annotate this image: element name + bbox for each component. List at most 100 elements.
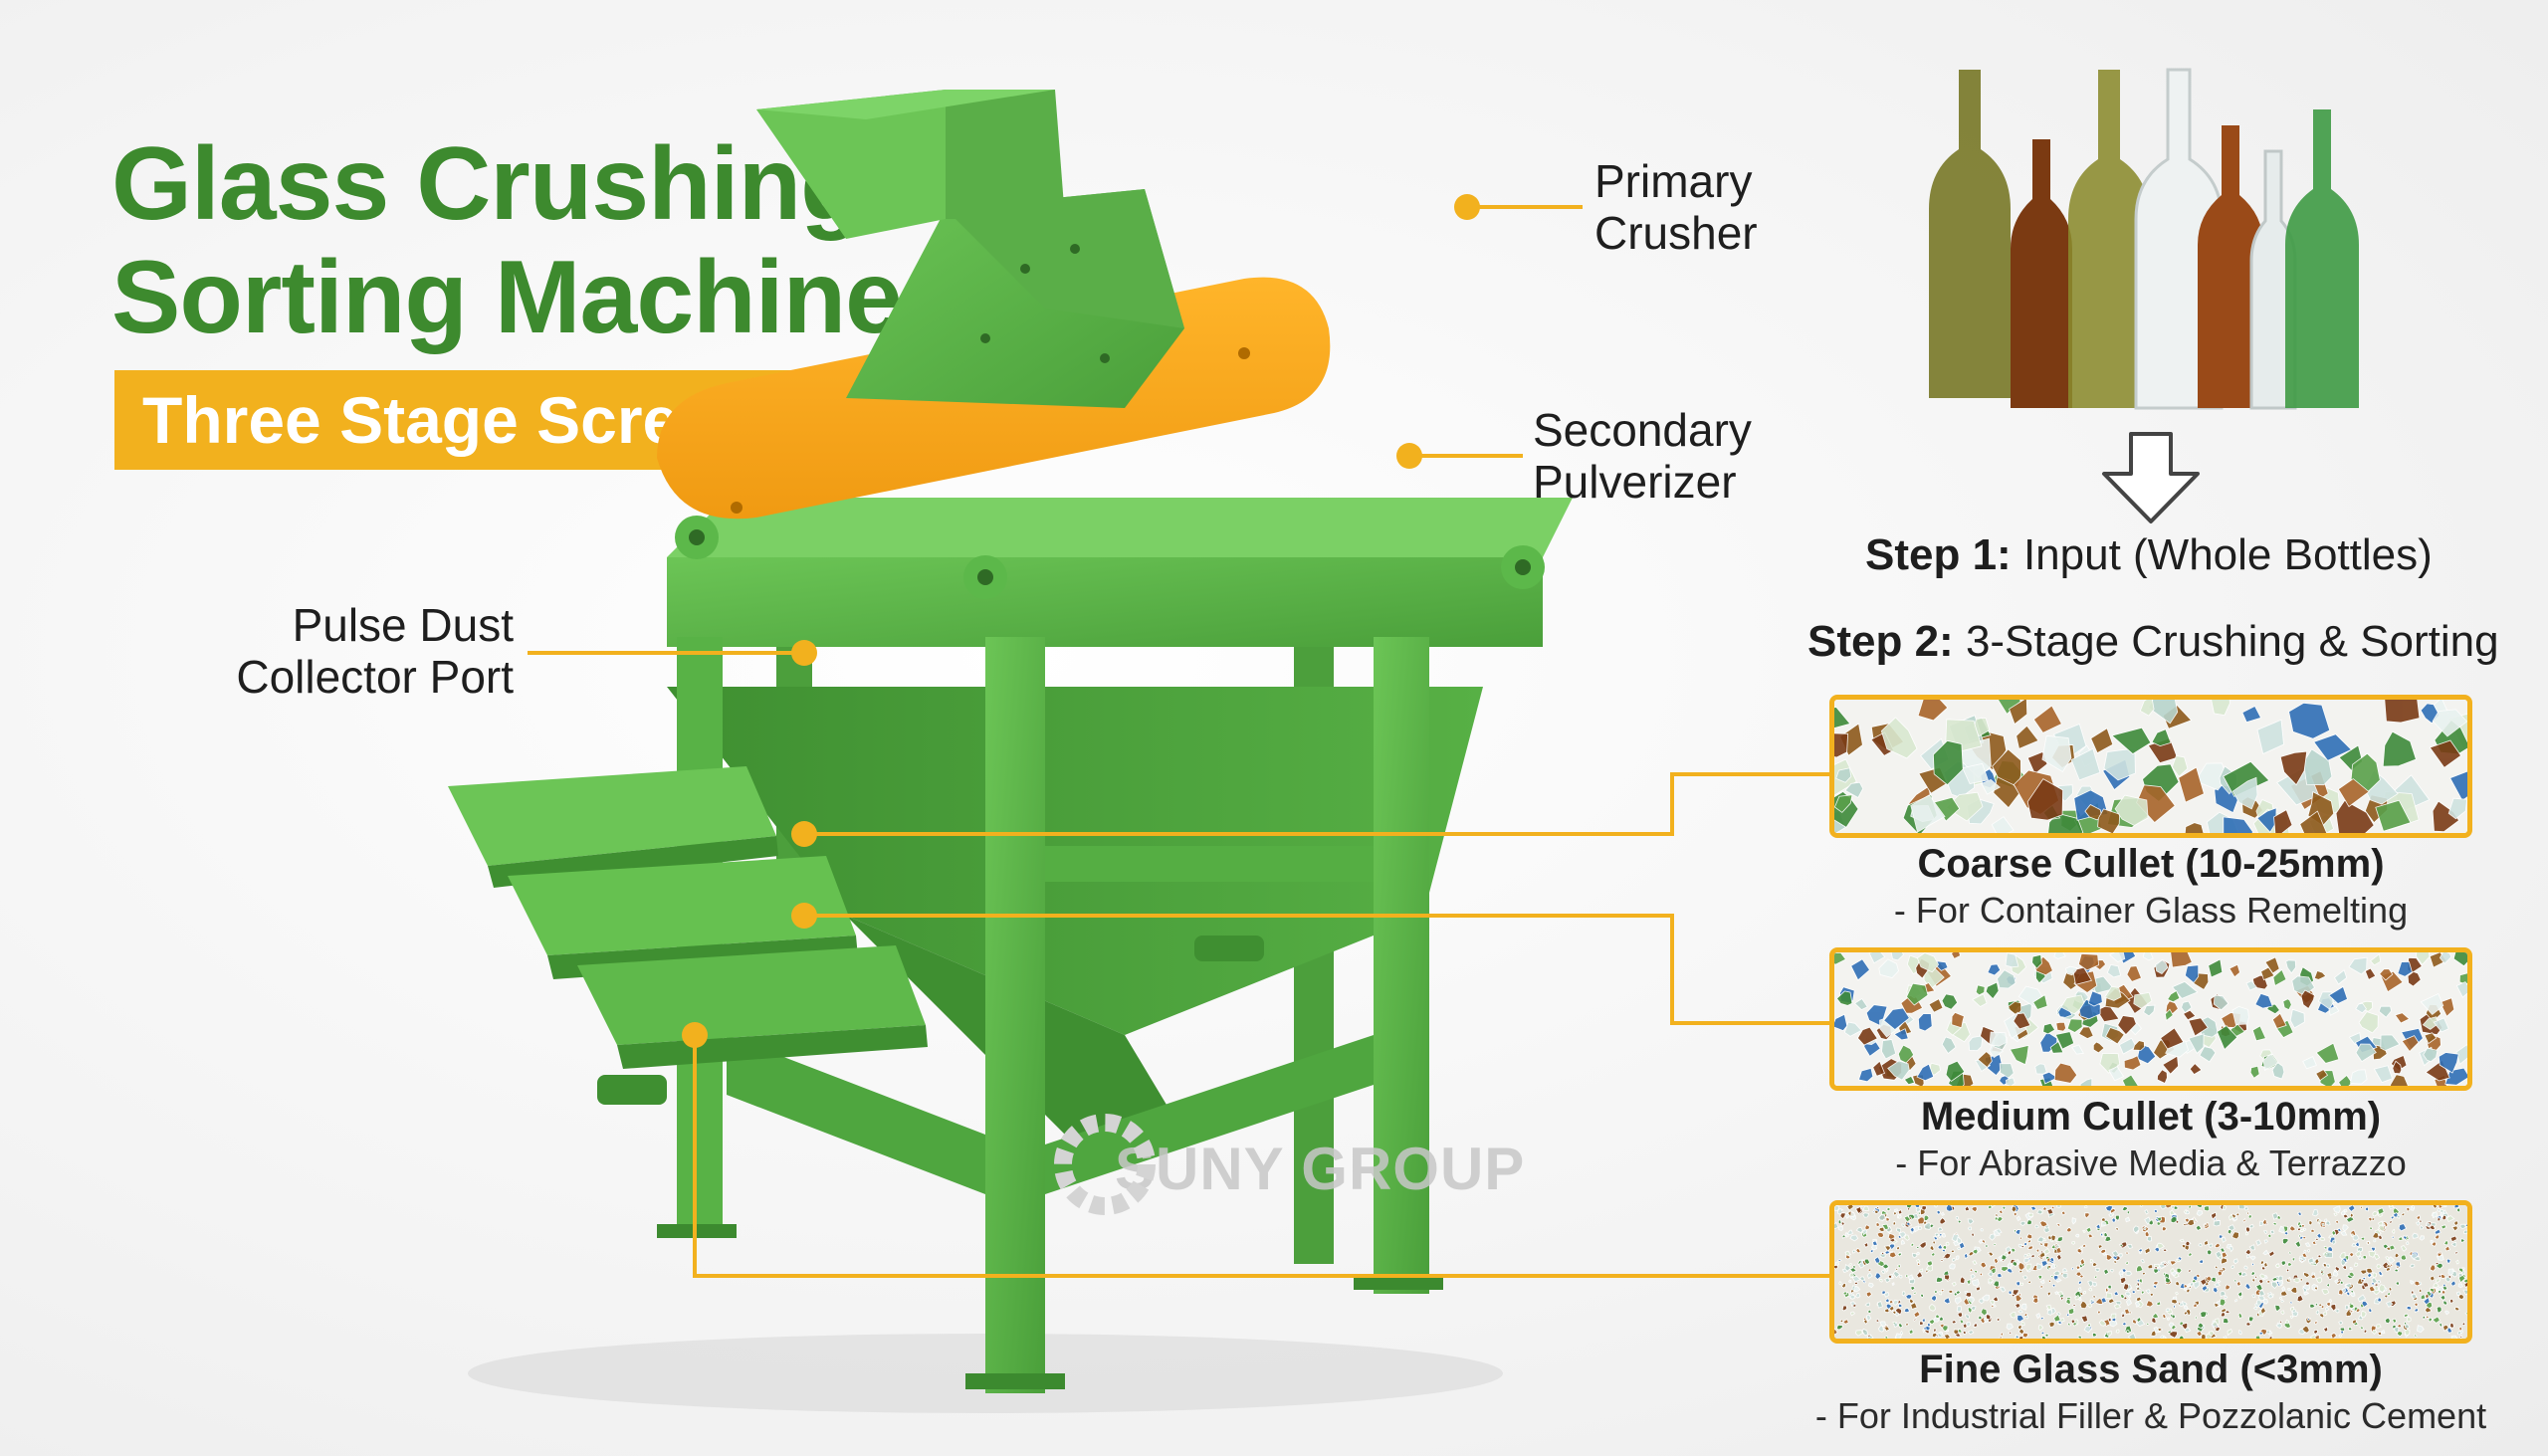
glass-fragment bbox=[1972, 1248, 1979, 1255]
glass-fragment bbox=[2114, 1214, 2120, 1221]
glass-fragment bbox=[1926, 1260, 1934, 1267]
glass-fragment bbox=[1867, 1282, 1874, 1289]
glass-fragment bbox=[2458, 1267, 2464, 1273]
step-2-description: 3-Stage Crushing & Sorting bbox=[1965, 617, 2499, 666]
glass-fragment bbox=[1857, 1026, 1878, 1046]
glass-fragment bbox=[1945, 1241, 1950, 1246]
step-2-text: Step 2: 3-Stage Crushing & Sorting bbox=[1807, 617, 2499, 667]
glass-fragment bbox=[2393, 1326, 2400, 1334]
glass-fragment bbox=[2403, 1235, 2408, 1241]
glass-fragment bbox=[2357, 1255, 2363, 1261]
glass-fragment bbox=[2182, 1222, 2187, 1227]
glass-fragment bbox=[2002, 1205, 2007, 1211]
glass-fragment bbox=[2449, 1322, 2454, 1330]
glass-fragment bbox=[2170, 1205, 2175, 1210]
glass-fragment bbox=[2350, 1289, 2355, 1294]
glass-fragment bbox=[2206, 1249, 2213, 1256]
glass-fragment bbox=[2135, 1319, 2146, 1327]
glass-fragment bbox=[1898, 1231, 1907, 1239]
glass-fragment bbox=[2364, 1206, 2369, 1212]
glass-fragment bbox=[2060, 1296, 2064, 1301]
glass-fragment bbox=[2027, 1212, 2034, 1217]
glass-fragment bbox=[2017, 1309, 2023, 1314]
glass-fragment bbox=[1996, 1318, 2001, 1323]
glass-fragment bbox=[2220, 1247, 2227, 1253]
glass-fragment bbox=[1917, 700, 1949, 722]
glass-fragment bbox=[2208, 1243, 2214, 1249]
glass-fragment bbox=[2457, 1274, 2466, 1284]
glass-fragment bbox=[2092, 1262, 2098, 1267]
glass-fragment bbox=[2087, 1280, 2094, 1288]
glass-bottles-image bbox=[1929, 68, 2359, 410]
glass-fragment bbox=[2197, 1322, 2205, 1330]
glass-fragment bbox=[2018, 1269, 2023, 1274]
glass-fragment bbox=[1965, 1291, 1973, 1298]
glass-fragment bbox=[2459, 1223, 2466, 1230]
glass-fragment bbox=[2412, 1232, 2419, 1239]
glass-fragment bbox=[2224, 1295, 2229, 1300]
glass-fragment bbox=[2244, 1249, 2251, 1256]
glass-fragment bbox=[2041, 734, 2072, 773]
glass-fragment bbox=[2090, 728, 2114, 754]
glass-fragment bbox=[2231, 776, 2258, 810]
glass-fragment bbox=[2289, 1315, 2294, 1320]
glass-fragment bbox=[2248, 1244, 2255, 1251]
glass-fragment bbox=[2198, 1243, 2203, 1247]
glass-fragment bbox=[2388, 1286, 2393, 1292]
glass-fragment bbox=[2011, 1205, 2017, 1213]
glass-fragment bbox=[1928, 1318, 1936, 1326]
glass-fragment bbox=[2013, 1211, 2017, 1217]
glass-fragment bbox=[1930, 1295, 1937, 1302]
glass-fragment bbox=[1883, 1326, 1891, 1332]
glass-fragment bbox=[1895, 1333, 1903, 1339]
glass-fragment bbox=[1906, 982, 1929, 1006]
glass-fragment bbox=[2368, 1251, 2377, 1258]
glass-fragment bbox=[2296, 1294, 2304, 1303]
glass-fragment bbox=[1928, 998, 1944, 1013]
glass-fragment bbox=[1926, 1264, 1933, 1272]
glass-fragment bbox=[2217, 1025, 2238, 1051]
glass-fragment bbox=[1993, 1257, 2000, 1265]
glass-fragment bbox=[1834, 1329, 1838, 1336]
glass-fragment bbox=[2454, 1250, 2458, 1255]
glass-fragment bbox=[2060, 994, 2086, 1015]
glass-fragment bbox=[2430, 1287, 2436, 1293]
glass-fragment bbox=[1883, 1335, 1889, 1339]
glass-fragment bbox=[2227, 1229, 2232, 1235]
glass-fragment bbox=[1867, 1268, 1872, 1272]
glass-fragment bbox=[2213, 994, 2230, 1011]
glass-fragment bbox=[2111, 1317, 2117, 1323]
glass-fragment bbox=[2173, 1305, 2176, 1309]
output-medium-title: Medium Cullet (3-10mm) bbox=[1920, 1095, 2382, 1139]
glass-fragment bbox=[1880, 717, 1918, 759]
glass-fragment bbox=[2447, 1268, 2454, 1277]
glass-fragment bbox=[2071, 1303, 2077, 1308]
glass-fragment bbox=[2245, 1210, 2249, 1216]
glass-fragment bbox=[2398, 1236, 2404, 1242]
glass-fragment bbox=[2032, 1297, 2039, 1304]
glass-fragment bbox=[2262, 1298, 2268, 1305]
glass-fragment bbox=[2039, 1250, 2044, 1254]
glass-fragment bbox=[2285, 1319, 2290, 1325]
glass-fragment bbox=[2256, 719, 2284, 755]
glass-fragment bbox=[2321, 1222, 2325, 1227]
glass-fragment bbox=[2420, 992, 2444, 1016]
glass-fragment bbox=[2121, 1268, 2127, 1274]
glass-fragment bbox=[2258, 1331, 2263, 1336]
glass-fragment bbox=[2064, 965, 2078, 976]
glass-fragment bbox=[1862, 1205, 1870, 1212]
glass-fragment bbox=[1916, 1251, 1920, 1256]
glass-fragment bbox=[2218, 1234, 2224, 1239]
glass-fragment bbox=[2161, 1313, 2167, 1320]
glass-fragment bbox=[2380, 1034, 2401, 1052]
glass-fragment bbox=[1910, 1242, 1915, 1248]
glass-fragment bbox=[2084, 1212, 2090, 1219]
glass-fragment bbox=[2343, 1208, 2348, 1213]
glass-fragment bbox=[1959, 1276, 1966, 1285]
glass-crusher-machine-illustration bbox=[448, 90, 1573, 1413]
glass-fragment bbox=[1964, 1205, 1971, 1212]
glass-fragment bbox=[2171, 980, 2199, 999]
glass-fragment bbox=[1900, 1239, 1906, 1245]
glass-fragment bbox=[2155, 959, 2169, 974]
glass-fragment bbox=[1907, 1274, 1914, 1281]
